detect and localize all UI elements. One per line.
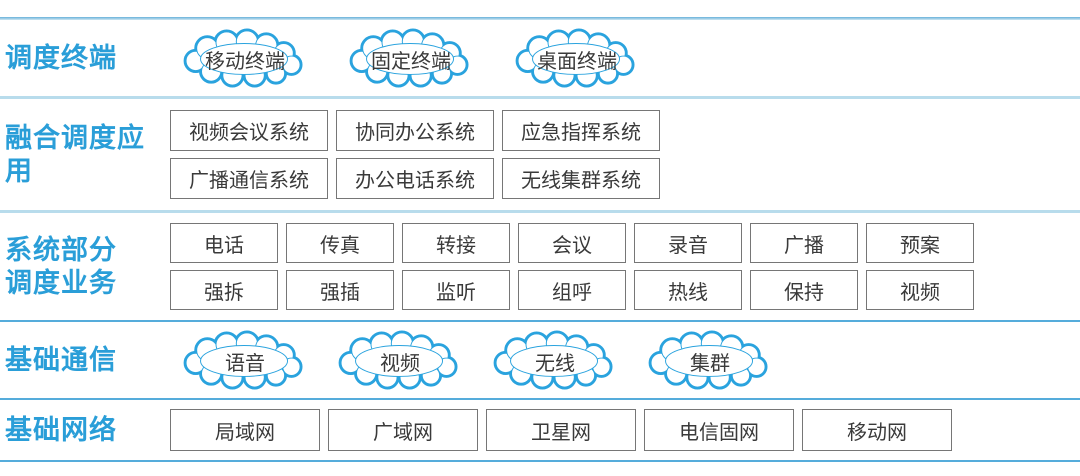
cloud-outline-icon <box>178 330 312 390</box>
cloud-outline-icon <box>344 28 478 88</box>
cloud-label: 固定终端 <box>371 50 451 73</box>
cloud-mobile-terminal: 移动终端 <box>178 28 312 88</box>
cloud-outline-icon <box>333 330 467 390</box>
box-video: 视频 <box>866 270 974 310</box>
cloud-label: 视频 <box>380 352 420 375</box>
cloud-wireless: 无线 <box>488 330 622 390</box>
cloud-label: 移动终端 <box>205 50 285 73</box>
cloud-video: 视频 <box>333 330 467 390</box>
cloud-outline-icon <box>488 330 622 390</box>
box-group-call: 组呼 <box>518 270 626 310</box>
layer-system-dispatch-services: 系统部分 调度业务 电话 传真 转接 会议 录音 广播 预案 强拆 强插 监听 <box>0 213 1080 320</box>
box-force-release: 强拆 <box>170 270 278 310</box>
box-lan: 局域网 <box>170 409 320 451</box>
cloud-label: 桌面终端 <box>537 50 617 73</box>
box-broadcast: 广播 <box>750 223 858 263</box>
box-monitor: 监听 <box>402 270 510 310</box>
layer-label-basic-comm: 基础通信 <box>5 344 117 375</box>
box-broadcast-comm-system: 广播通信系统 <box>170 158 328 199</box>
cloud-outline-icon <box>643 330 777 390</box>
divider-line <box>0 320 1080 322</box>
layer-label-terminals: 调度终端 <box>5 42 117 73</box>
box-wan: 广域网 <box>328 409 478 451</box>
box-hold: 保持 <box>750 270 858 310</box>
box-satellite-network: 卫星网 <box>486 409 636 451</box>
box-collaborative-office-system: 协同办公系统 <box>336 110 494 151</box>
divider-line-top <box>0 17 1080 20</box>
box-conference: 会议 <box>518 223 626 263</box>
divider-line <box>0 96 1080 99</box>
cloud-label: 语音 <box>225 352 265 375</box>
cloud-label: 无线 <box>535 352 575 375</box>
box-recording: 录音 <box>634 223 742 263</box>
cloud-outline-icon <box>510 28 644 88</box>
layer-basic-communication: 基础通信 语音 <box>0 322 1080 398</box>
layer-label-line-1: 系统部分 <box>5 234 117 265</box>
box-wireless-trunking-system: 无线集群系统 <box>502 158 660 199</box>
cloud-desktop-terminal: 桌面终端 <box>510 28 644 88</box>
cloud-label: 集群 <box>690 352 730 375</box>
box-hotline: 热线 <box>634 270 742 310</box>
cloud-outline-icon <box>178 28 312 88</box>
box-fax: 传真 <box>286 223 394 263</box>
layer-label-line-2: 调度业务 <box>5 267 117 298</box>
box-telecom-fixed-network: 电信固网 <box>644 409 794 451</box>
box-force-insert: 强插 <box>286 270 394 310</box>
layer-basic-network: 基础网络 局域网 广域网 卫星网 电信固网 移动网 <box>0 400 1080 460</box>
cloud-voice: 语音 <box>178 330 312 390</box>
box-emergency-command-system: 应急指挥系统 <box>502 110 660 151</box>
divider-line <box>0 398 1080 400</box>
layer-label-networks: 基础网络 <box>5 414 117 445</box>
box-transfer: 转接 <box>402 223 510 263</box>
layer-label-services: 系统部分 调度业务 <box>0 234 170 300</box>
divider-line-bottom <box>0 460 1080 462</box>
cloud-trunking: 集群 <box>643 330 777 390</box>
box-mobile-network: 移动网 <box>802 409 952 451</box>
layer-fusion-dispatch-apps: 融合调度应用 视频会议系统 协同办公系统 应急指挥系统 广播通信系统 办公电话系… <box>0 99 1080 210</box>
layer-dispatch-terminals: 调度终端 移动终端 <box>0 20 1080 96</box>
box-video-conference-system: 视频会议系统 <box>170 110 328 151</box>
divider-line <box>0 210 1080 213</box>
box-phone: 电话 <box>170 223 278 263</box>
box-office-phone-system: 办公电话系统 <box>336 158 494 199</box>
box-preplan: 预案 <box>866 223 974 263</box>
cloud-fixed-terminal: 固定终端 <box>344 28 478 88</box>
layer-label-apps: 融合调度应用 <box>5 122 145 186</box>
